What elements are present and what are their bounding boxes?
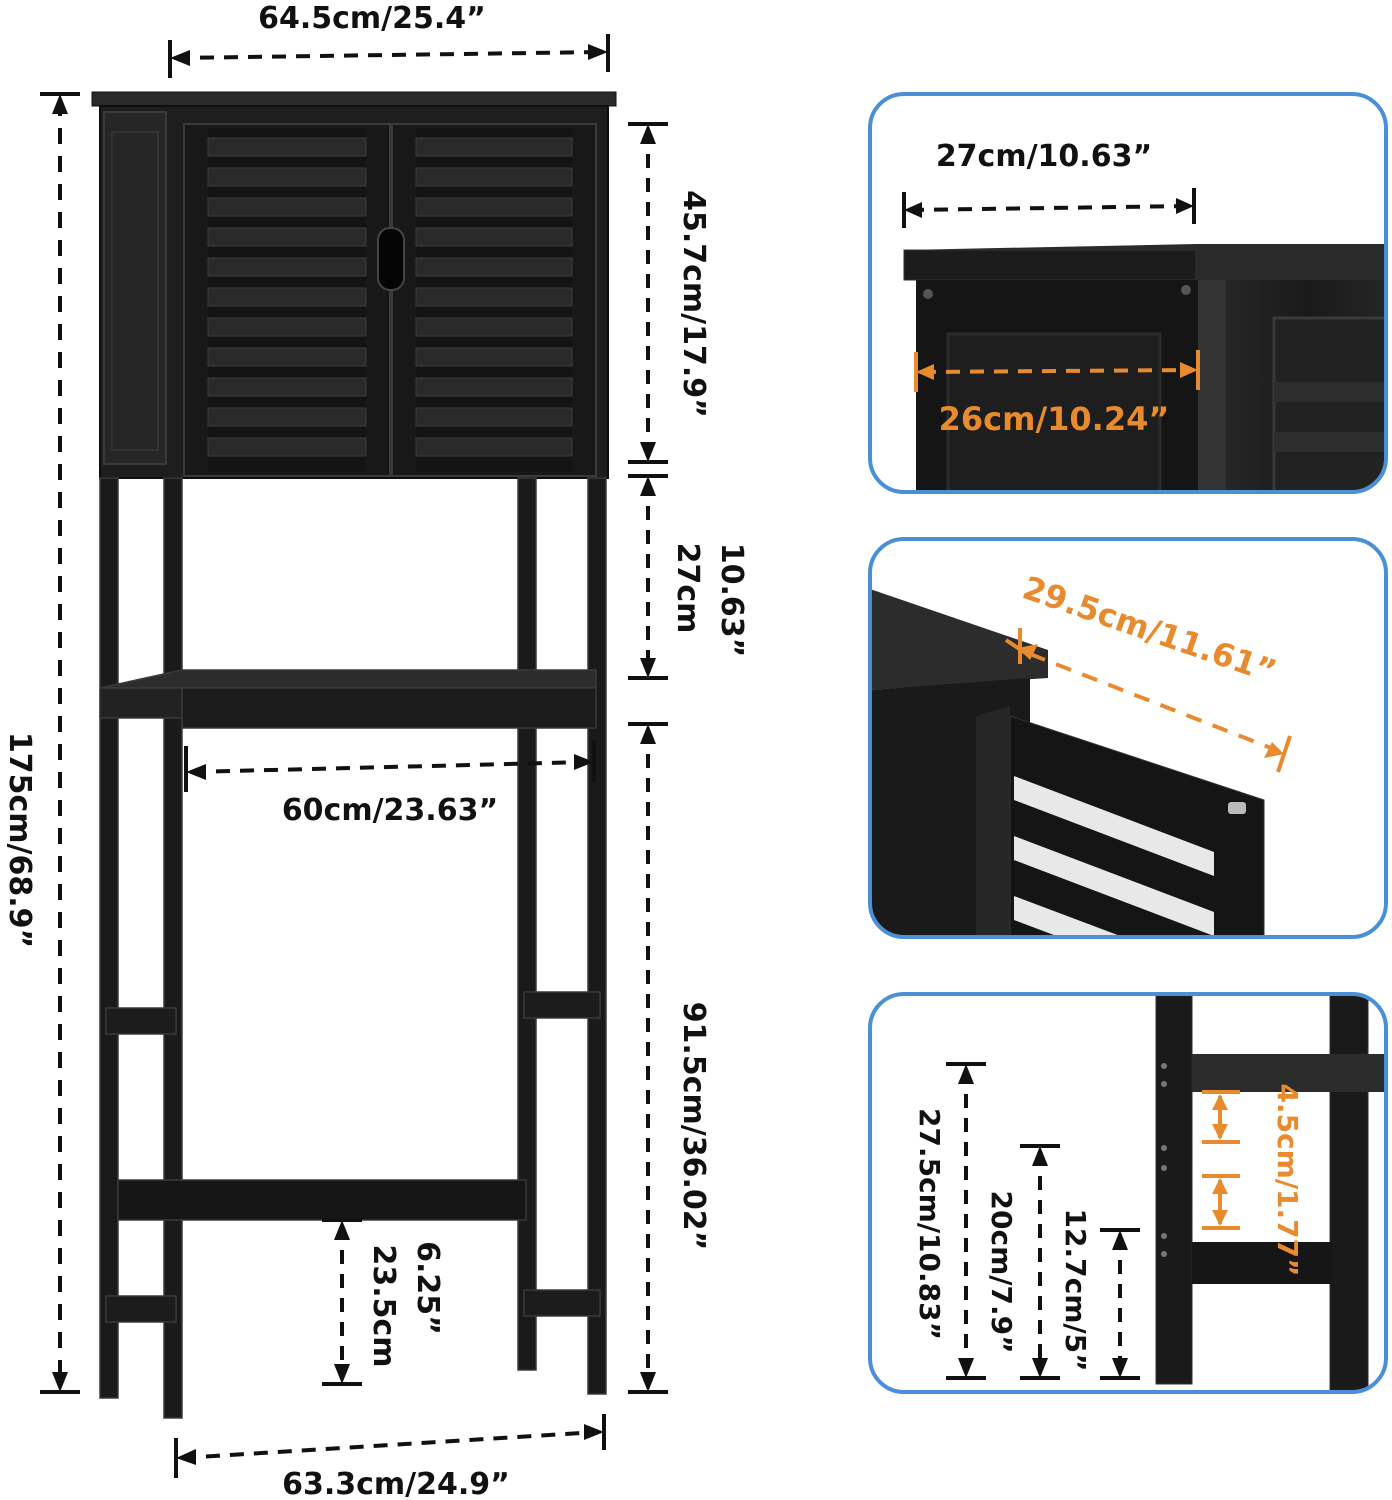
shelf-step-label: 4.5cm/1.77” [1271,1083,1304,1276]
right-front-leg [517,477,537,1371]
louver-slat [207,377,367,397]
louver-slat [415,287,573,307]
cabinet-height-label: 45.7cm/17.9” [676,190,711,418]
louver-slat [415,227,573,247]
right-rear-leg [587,477,607,1395]
louver-slat [415,437,573,457]
louver-slat [207,347,367,367]
louver-slat [415,317,573,337]
louver-slat [415,257,573,277]
louver-slat [415,197,573,217]
main-dimension-labels: 64.5cm/25.4” 175cm/68.9” 45.7cm/17.9” 10… [2,1,749,1500]
shelf-height-2-label: 20cm/7.9” [985,1191,1018,1354]
door-handle [377,227,405,291]
callout-shelf-adjust: 27.5cm/10.83” 20cm/7.9” 12.7cm/5” 4.5cm/… [868,992,1388,1394]
louver-slat [207,407,367,427]
louver-slat [415,167,573,187]
inner-width-label: 60cm/23.63” [282,793,498,828]
top-width-label: 64.5cm/25.4” [258,1,486,36]
louver-slat [207,167,367,187]
main-dimension-lines [40,34,668,1478]
left-side-rung [105,1007,177,1035]
clearance-label: 91.5cm/36.02” [676,1002,711,1251]
depth-outer-label: 27cm/10.63” [936,139,1152,174]
callout-depth: 27cm/10.63” 26cm/10.24” [868,92,1388,494]
louver-slat [207,197,367,217]
bottom-bar-inch-label: 6.25” [410,1241,445,1335]
louver-slat [415,407,573,427]
louver-slat [207,437,367,457]
louver-slat [207,137,367,157]
middle-shelf [99,669,597,729]
louver-slat [207,257,367,277]
shelf-height-3-label: 12.7cm/5” [1059,1209,1092,1372]
louver-slat [415,137,573,157]
left-louver-door [183,123,391,477]
left-front-leg [99,477,119,1399]
bottom-bar-cm-label: 23.5cm [366,1244,401,1367]
cabinet-side-panel [103,111,167,465]
bottom-back-bar [117,1179,527,1221]
over-toilet-cabinet [91,91,617,1419]
top-board [91,91,617,107]
base-width-label: 63.3cm/24.9” [282,1467,510,1500]
right-side-rung [523,991,601,1019]
louver-slat [415,347,573,367]
shelf-gap-cm-label: 27cm [670,543,705,634]
louver-slat [207,227,367,247]
depth-inner-label: 26cm/10.24” [939,400,1170,438]
left-rear-leg [163,477,183,1419]
louver-slat [207,287,367,307]
shelf-gap-inch-label: 10.63” [714,543,749,658]
right-louver-door [391,123,597,477]
louver-slat [207,317,367,337]
shelf-height-1-label: 27.5cm/10.83” [913,1108,946,1340]
total-height-label: 175cm/68.9” [2,732,37,948]
louver-slat [415,377,573,397]
callout-door: 29.5cm/11.61” [868,537,1388,939]
